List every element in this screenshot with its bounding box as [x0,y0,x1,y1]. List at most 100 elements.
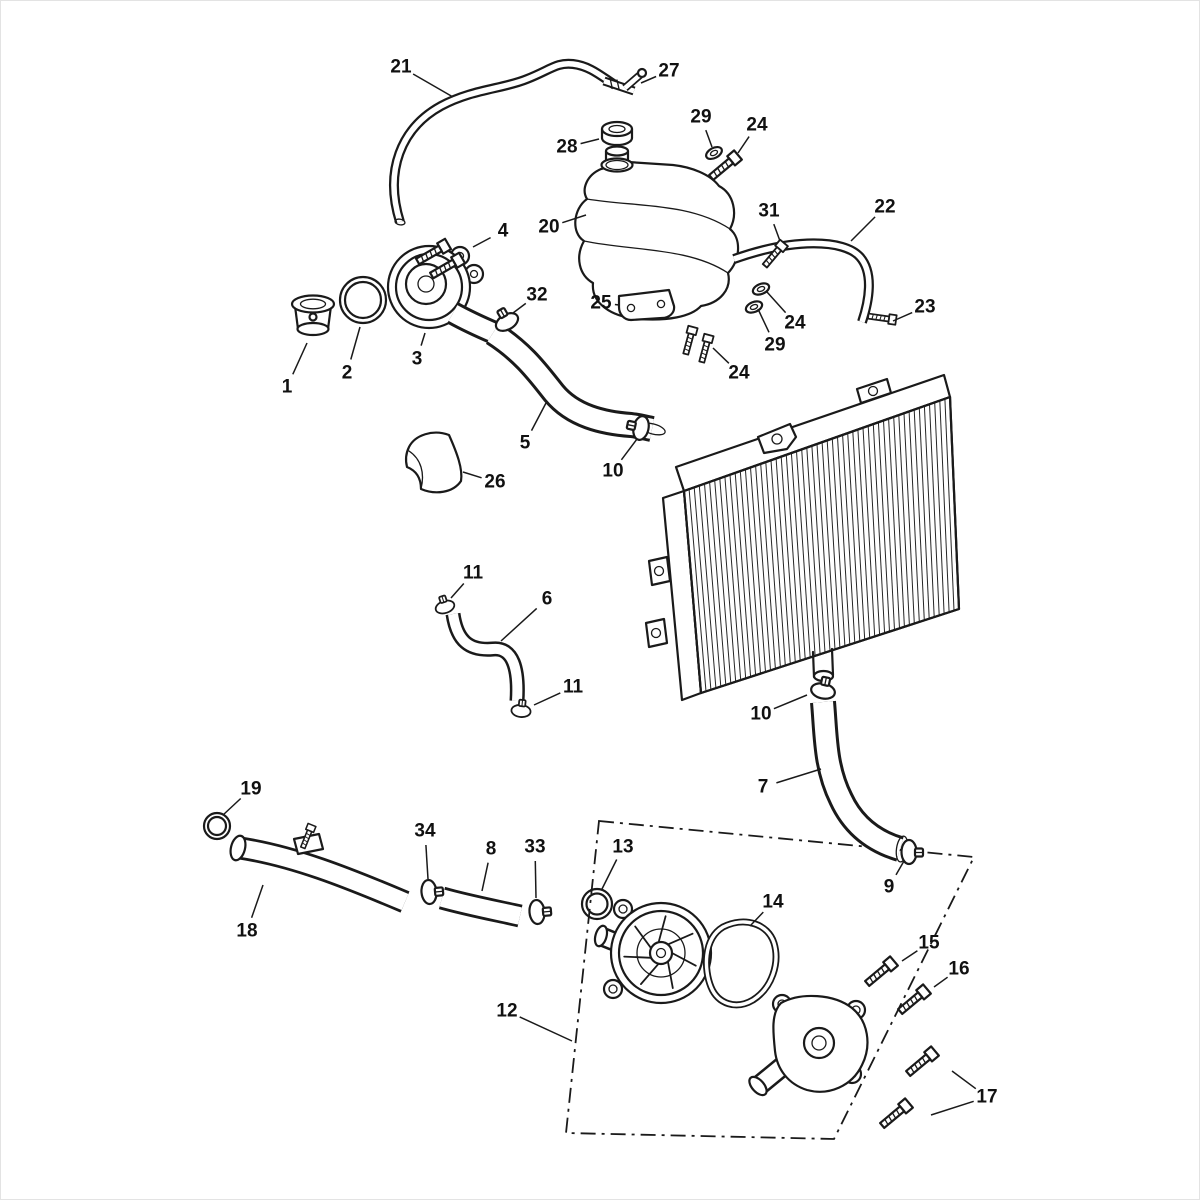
radiator-fin [857,429,871,639]
leader-line [562,214,587,224]
radiator-fin [704,483,722,687]
radiator [644,373,961,702]
radiator-fin [698,485,717,689]
washer-24 [750,280,772,298]
callout-assembly-boundary: 12 [496,1001,517,1022]
radiator-fin [744,469,761,674]
thermostat-housing [386,244,502,346]
callout-reservoir-hose: 21 [390,57,412,78]
radiator-fin [852,431,866,640]
impeller-vane [671,952,697,967]
radiator-fin [867,425,881,635]
pump-o-ring [580,887,614,921]
radiator-top-lug [855,377,893,405]
radiator-fin [811,445,826,653]
radiator-fin [714,480,732,684]
callout-o-ring: 13 [612,837,633,858]
leader-line [250,884,264,919]
radiator-fin [796,451,811,658]
radiator-fin [688,489,707,692]
leader-line [425,844,429,880]
callout-hose-clamp: 11 [563,677,584,698]
filler-cap [600,120,634,147]
hose-clamp-11 [509,697,533,719]
callout-guard: 26 [484,472,505,493]
leader-line [530,402,547,431]
radiator-fin [862,427,876,637]
callout-bolt-pair: 4 [498,221,509,242]
leader-line [533,692,561,706]
callout-hose-clamp: 9 [884,877,895,898]
leader-line [930,1100,974,1116]
leader-line [951,1070,977,1090]
leader-line [601,859,618,890]
hose-clamp-10 [808,673,839,702]
radiator-fin [693,487,712,690]
radiator-fin [750,467,766,673]
radiator-fin [785,454,801,661]
callout-hose-clamp: 34 [414,821,436,842]
bolt-24 [696,332,715,365]
radiator-fin [898,415,910,626]
leader-line [534,860,537,899]
water-pump [593,898,713,1005]
callout-connecting-hose: 8 [486,839,497,860]
radiator-fin [739,471,757,676]
impeller-vane [634,925,652,950]
radiator-fin [755,465,771,671]
radiator-fin [790,452,806,660]
radiator-fin [775,458,791,664]
leader-line [766,291,787,314]
radiator-fin [872,424,886,634]
radiator-fin [837,436,851,645]
radiator-mount-lug [644,617,669,649]
radiator-fin [944,398,955,611]
radiator-fin [821,442,836,650]
radiator-fin [780,456,796,663]
thermostat [290,294,336,337]
callout-thermostat: 1 [282,377,293,398]
leader-line [500,607,538,642]
radiator-fin [913,409,925,621]
leader-line [420,332,426,346]
pump-cover [748,993,869,1097]
radiator-bottom-hose [810,700,909,863]
radiator-fin [877,422,890,632]
leader-line [292,342,308,375]
callout-bolt-pair: 17 [976,1087,997,1108]
radiator-fin [765,462,781,668]
hose-clamp-33 [527,897,554,926]
radiator-fin [939,400,950,613]
filler-neck [600,145,634,173]
leader-line [640,75,657,84]
callout-overflow-hose: 22 [874,197,895,218]
leader-line [933,976,949,988]
radiator-fin [842,434,856,643]
leader-line [776,768,822,784]
coolant-pipe [229,832,410,913]
radiator-fin [724,476,742,681]
leader-line [350,326,361,360]
bolt-15 [862,955,899,990]
callout-bolt: 16 [948,959,969,980]
leader-line [614,303,620,306]
leader-line [222,797,242,816]
callout-washer: 29 [690,107,711,128]
leader-line [580,138,600,145]
callout-hose-clamp: 10 [750,704,771,725]
callout-washer: 24 [784,313,806,334]
radiator-fin [816,443,831,652]
radiator-fin [883,420,895,631]
callout-bolt-pair: 24 [728,363,750,384]
callout-hose-clamp: 11 [463,563,484,584]
washer-29 [743,298,765,316]
radiator-fin [826,440,841,648]
y-fitting [602,67,648,96]
radiator-fin [831,438,846,647]
impeller-vane [667,932,694,946]
radiator-fin [709,481,727,685]
leader-line [712,347,730,364]
radiator-fin [918,407,930,619]
callout-bracket: 25 [590,293,612,314]
